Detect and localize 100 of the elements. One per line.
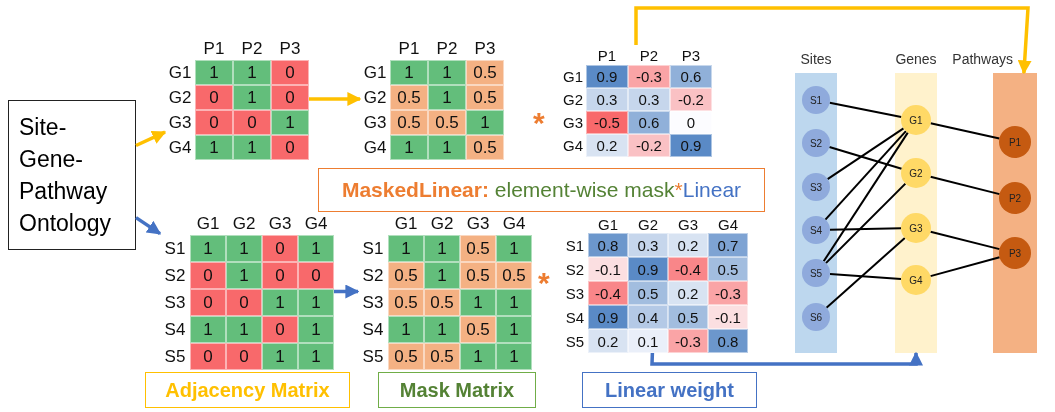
matrix-cell: 1: [496, 316, 532, 343]
matrix-cell: 0: [226, 343, 262, 370]
matrix-cell: 0.5: [466, 60, 504, 85]
matrix-cell: -0.4: [668, 257, 708, 281]
matrix-cell: 1: [424, 235, 460, 262]
connector-line: [829, 227, 902, 231]
matrix-cell: 0: [271, 135, 309, 160]
column-header: P3: [278, 38, 302, 60]
node-circle: S4: [802, 216, 830, 244]
matrix-cell: 1: [460, 289, 496, 316]
node-circle: G3: [901, 213, 931, 243]
connector-line: [829, 273, 902, 280]
multiply-sign: *: [533, 108, 545, 138]
node-circle: S6: [802, 303, 830, 331]
node-circle: S2: [802, 129, 830, 157]
row-header: S1: [163, 237, 187, 260]
matrix-cell: 1: [460, 343, 496, 370]
row-header: G1: [362, 61, 388, 84]
column-header: P1: [202, 38, 226, 60]
matrix-cell: -0.1: [588, 257, 628, 281]
matrix-cell: 0: [271, 60, 309, 85]
matrix-cell: 0.8: [708, 329, 748, 353]
column-header: P1: [596, 45, 618, 65]
matrix-cell: 1: [195, 135, 233, 160]
matrix-cell: 1: [190, 235, 226, 262]
connector-line: [822, 131, 909, 263]
matrix-cell: 1: [496, 289, 532, 316]
band-heading: Genes: [895, 51, 937, 67]
matrix-cell: 0: [262, 235, 298, 262]
matrix-cell: 0: [298, 262, 334, 289]
column-header: P2: [638, 45, 660, 65]
row-header: S4: [163, 318, 187, 341]
row-header: S3: [564, 283, 586, 304]
arrow: [135, 130, 167, 148]
row-header: G2: [562, 90, 584, 110]
matrix-cell: 0.5: [390, 110, 428, 135]
matrix-cell: 0.1: [628, 329, 668, 353]
matrix-cell: 1: [428, 135, 466, 160]
row-header: S3: [163, 291, 187, 314]
row-header: G3: [167, 111, 193, 134]
matrix-cell: 0.9: [670, 134, 712, 157]
node-circle: S3: [802, 173, 830, 201]
row-header: G4: [362, 136, 388, 159]
matrix-cell: -0.3: [668, 329, 708, 353]
row-header: S2: [163, 264, 187, 287]
node-circle: G1: [901, 105, 931, 135]
matrix-cell: 0: [226, 289, 262, 316]
column-header: G4: [717, 215, 739, 233]
matrix-cell: 1: [466, 110, 504, 135]
concept-box: Site-Gene-Pathway Ontology: [8, 100, 136, 250]
matrix-cell: 1: [388, 235, 424, 262]
matrix-cell: 0: [195, 110, 233, 135]
column-header: P3: [473, 38, 497, 60]
matrix-cell: 0.5: [390, 85, 428, 110]
matrix-cell: 0: [271, 85, 309, 110]
node-circle: S5: [802, 259, 830, 287]
matrix-cell: -0.2: [628, 134, 670, 157]
row-header: S2: [361, 264, 385, 287]
matrix-cell: 1: [226, 262, 262, 289]
matrix-cell: 0.2: [668, 233, 708, 257]
matrix-cell: 0.5: [388, 289, 424, 316]
matrix-cell: 0.5: [424, 343, 460, 370]
matrix-cell: 0.5: [668, 305, 708, 329]
matrix-cell: 1: [428, 60, 466, 85]
matrix-cell: 1: [424, 262, 460, 289]
matrix-cell: 0.8: [588, 233, 628, 257]
row-header: S5: [361, 345, 385, 368]
matrix-cell: 1: [388, 316, 424, 343]
matrix-cell: 0.5: [466, 135, 504, 160]
matrix-cell: 0: [233, 110, 271, 135]
matrix-cell: 1: [262, 289, 298, 316]
matrix-cell: 1: [271, 110, 309, 135]
matrix-cell: 0: [262, 262, 298, 289]
matrix-cell: -0.2: [670, 88, 712, 111]
column-header: G2: [231, 213, 257, 235]
matrix-cell: 0: [190, 262, 226, 289]
row-header: G1: [562, 67, 584, 87]
matrix-cell: 1: [233, 135, 271, 160]
column-header: G1: [393, 213, 419, 235]
matrix-cell: 0.5: [496, 262, 532, 289]
arrow: [650, 351, 923, 366]
matrix-cell: 1: [195, 60, 233, 85]
column-header: G4: [501, 213, 527, 235]
connector-line: [828, 101, 903, 119]
caption-box: Adjacency Matrix: [145, 372, 350, 408]
matrix-cell: 0.5: [388, 262, 424, 289]
matrix-cell: 0.3: [586, 88, 628, 111]
matrix-cell: 1: [233, 85, 271, 110]
matrix-cell: 1: [226, 235, 262, 262]
connector-line: [828, 146, 903, 170]
row-header: S4: [361, 318, 385, 341]
connector-line: [929, 175, 1001, 196]
caption-box: Linear weight: [582, 372, 757, 408]
arrow: [634, 6, 1032, 75]
matrix-cell: 0.5: [708, 257, 748, 281]
matrix-cell: 1: [298, 343, 334, 370]
matrix-cell: 0.2: [586, 134, 628, 157]
node-circle: G2: [901, 158, 931, 188]
band-heading: Pathways: [952, 51, 1013, 67]
matrix-cell: -0.3: [708, 281, 748, 305]
